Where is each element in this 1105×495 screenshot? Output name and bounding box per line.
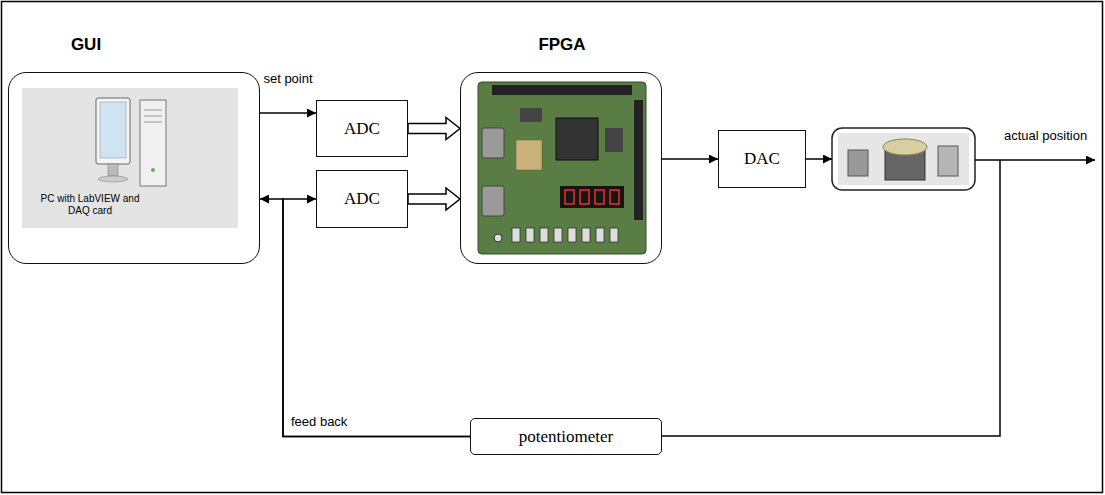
header-connector [492,85,632,95]
seven-segment-display [560,186,624,208]
drive-slot [144,110,162,111]
bus-arrow [408,188,460,210]
fpga-box: FPGA [460,72,662,264]
push-buttons [512,228,618,242]
plant-photo-ground [838,133,969,185]
board-chip [605,128,623,152]
side-connector [634,100,643,220]
box-label: potentiometer [519,427,613,447]
signal-arrow [662,158,718,160]
edge-label: set point [262,71,313,87]
converter-box: ADC [316,100,408,157]
output-wire [975,159,1095,161]
monitor-stand [108,164,118,176]
pc-caption: PC with LabVIEW and DAQ card [29,193,151,217]
monitor-frame [96,98,130,164]
drive-slot [144,116,162,117]
fpga-board [478,82,646,254]
sensor-box: potentiometer [470,418,662,455]
monitor-base [98,176,128,182]
pc-picture-ground [22,88,238,228]
signal-arrow [283,199,470,437]
button [494,234,502,242]
signal-arrow [260,112,316,114]
signal-label: actual position [1003,128,1088,144]
board-part [516,140,542,170]
signal-label: feed back [290,414,348,430]
block-heading: FPGA [461,35,663,55]
dac-to-plant-wire [806,158,832,160]
converter-box: ADC [316,170,408,228]
plant-disc [883,139,927,155]
plant-part [938,146,958,176]
board-chip [520,108,542,122]
power-led [151,168,155,172]
plant-box [832,128,975,190]
plant-part [848,150,868,176]
monitor-screen [100,102,126,158]
serial-port [482,186,504,216]
box-label: ADC [344,189,380,209]
fpga-chip [556,118,598,160]
serial-port [482,128,504,158]
bus-arrow [408,118,460,140]
pc-tower [140,100,166,186]
gui-box: GUIPC with LabVIEW and DAQ card [8,72,260,264]
box-label: DAC [744,149,780,169]
signal-arrow [260,199,470,437]
block-heading: GUI [9,35,163,55]
position-feedback-wire [662,160,1000,436]
seven-segment-digits [565,190,619,204]
box-label: ADC [344,119,380,139]
converter-box: DAC [718,130,806,188]
drive-slot [144,122,162,123]
